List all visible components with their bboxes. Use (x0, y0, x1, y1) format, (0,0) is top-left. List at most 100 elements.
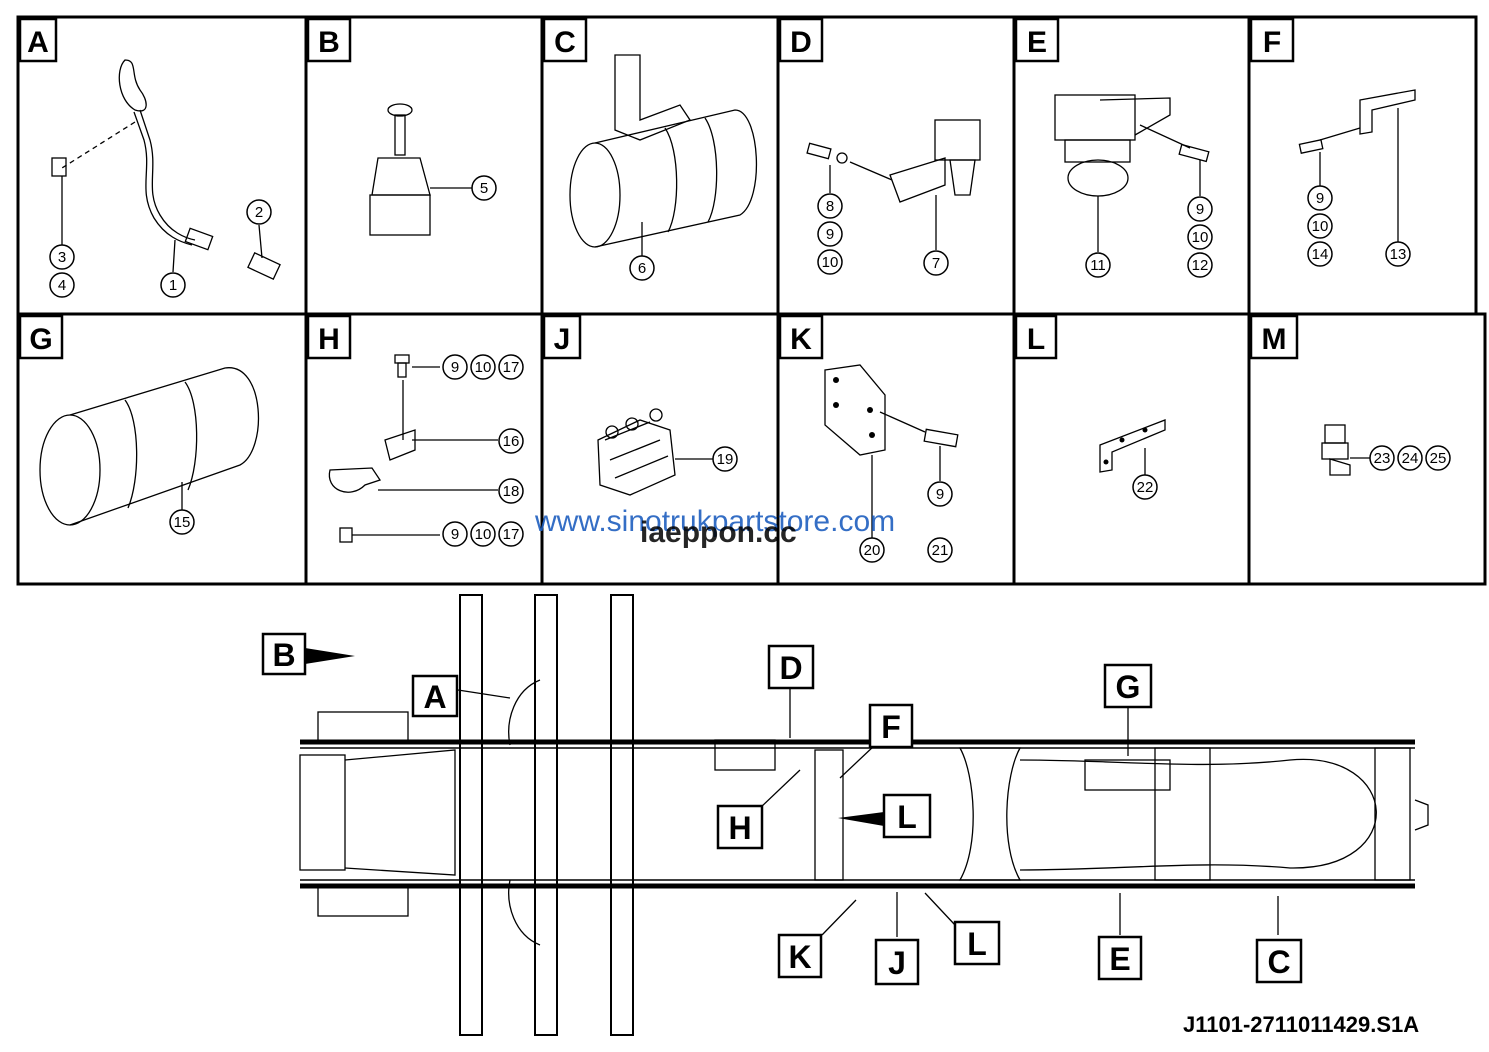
svg-text:7: 7 (932, 255, 940, 272)
panel-letter-l: L (1014, 314, 1058, 360)
svg-text:L: L (1027, 323, 1045, 356)
svg-text:E: E (1027, 26, 1047, 59)
location-label-k: K (777, 933, 823, 979)
location-label-c: C (1255, 938, 1303, 984)
location-label-j: J (874, 938, 920, 986)
watermark-url: www.sinotrukpartstore.com (535, 505, 896, 538)
callout-10: 10 (1307, 213, 1333, 239)
svg-text:24: 24 (1402, 450, 1419, 467)
svg-text:18: 18 (503, 483, 520, 500)
svg-text:L: L (967, 926, 987, 962)
callout-10: 10 (1187, 224, 1213, 250)
svg-text:16: 16 (503, 433, 520, 450)
svg-text:8: 8 (826, 198, 834, 215)
callout-22: 22 (1132, 474, 1158, 500)
svg-text:G: G (29, 323, 52, 356)
panel-letter-a: A (18, 17, 58, 63)
svg-text:10: 10 (475, 526, 492, 543)
panel-f-callouts: 9 10 13 14 (1307, 185, 1411, 267)
callout-21: 21 (927, 537, 953, 563)
svg-text:H: H (318, 323, 340, 356)
svg-text:11: 11 (1090, 257, 1106, 274)
svg-text:15: 15 (174, 514, 191, 531)
callout-12: 12 (1187, 252, 1213, 278)
location-label-l-lower: L (953, 920, 1001, 966)
location-label-g: G (1103, 663, 1153, 709)
callout-17: 17 (498, 354, 524, 380)
callout-2: 2 (246, 199, 272, 225)
panel-k-callouts: 9 20 21 (859, 481, 953, 563)
callout-20: 20 (859, 537, 885, 563)
panel-letter-b: B (306, 17, 352, 63)
panel-a-drawing (51, 59, 281, 281)
panel-m-drawing (1321, 424, 1370, 476)
chassis-labels: A B C D E F G H J K L L (261, 632, 1303, 986)
svg-text:9: 9 (451, 359, 459, 376)
svg-text:9: 9 (936, 486, 944, 503)
svg-text:13: 13 (1390, 246, 1407, 263)
svg-text:17: 17 (503, 526, 520, 543)
location-label-b: B (261, 632, 307, 676)
callout-10: 10 (470, 354, 496, 380)
svg-text:4: 4 (58, 277, 66, 294)
panel-letter-e: E (1014, 17, 1060, 63)
panel-b-drawing (369, 103, 472, 236)
callout-24: 24 (1397, 445, 1423, 471)
svg-text:E: E (1109, 941, 1130, 977)
panel-k-drawing (824, 364, 959, 538)
callout-13: 13 (1385, 241, 1411, 267)
location-label-h: H (716, 804, 764, 850)
svg-text:22: 22 (1137, 479, 1154, 496)
svg-text:D: D (779, 650, 802, 686)
svg-text:2: 2 (255, 204, 263, 221)
location-label-l-upper: L (882, 793, 932, 839)
svg-text:9: 9 (826, 226, 834, 243)
panel-e-drawing (1054, 94, 1210, 252)
callout-8: 8 (817, 193, 843, 219)
callout-9: 9 (442, 521, 468, 547)
svg-text:10: 10 (1192, 229, 1209, 246)
callout-3: 3 (49, 244, 75, 270)
panel-d-drawing (806, 119, 981, 250)
panel-letter-j: J (542, 314, 582, 360)
callout-15: 15 (169, 509, 195, 535)
panel-a-callouts: 1 2 3 4 (49, 199, 272, 298)
svg-text:J: J (554, 323, 571, 356)
svg-text:F: F (881, 709, 901, 745)
svg-text:F: F (1263, 26, 1281, 59)
callout-10: 10 (470, 521, 496, 547)
location-label-d: D (767, 644, 815, 690)
drawing-reference: J1101-2711011429.S1A (1183, 1012, 1420, 1037)
svg-text:C: C (554, 26, 576, 59)
location-label-f: F (868, 703, 914, 749)
panel-g-drawing (39, 367, 260, 526)
panel-letter-m: M (1249, 314, 1299, 360)
callout-4: 4 (49, 272, 75, 298)
location-label-a: A (411, 674, 459, 718)
panel-d-callouts: 7 8 9 10 (817, 193, 949, 276)
callout-9: 9 (927, 481, 953, 507)
svg-text:9: 9 (1316, 190, 1324, 207)
svg-text:23: 23 (1374, 450, 1391, 467)
svg-text:17: 17 (503, 359, 520, 376)
callout-11: 11 (1085, 252, 1111, 278)
panel-c-drawing (569, 54, 758, 256)
svg-text:K: K (790, 323, 812, 356)
panel-f-drawing (1298, 89, 1416, 242)
callout-19: 19 (712, 446, 738, 472)
callout-25: 25 (1425, 445, 1451, 471)
svg-text:10: 10 (475, 359, 492, 376)
panel-h-drawing (328, 354, 498, 543)
svg-text:19: 19 (717, 451, 734, 468)
svg-text:K: K (788, 939, 811, 975)
callout-17: 17 (498, 521, 524, 547)
callout-18: 18 (498, 478, 524, 504)
panel-m-callouts: 23 24 25 (1369, 445, 1451, 471)
panel-letter-g: G (18, 314, 64, 360)
svg-text:21: 21 (932, 542, 949, 559)
panel-letter-f: F (1249, 17, 1295, 63)
panel-e-callouts: 9 10 11 12 (1085, 196, 1213, 278)
svg-text:9: 9 (451, 526, 459, 543)
panel-letter-k: K (778, 314, 824, 360)
